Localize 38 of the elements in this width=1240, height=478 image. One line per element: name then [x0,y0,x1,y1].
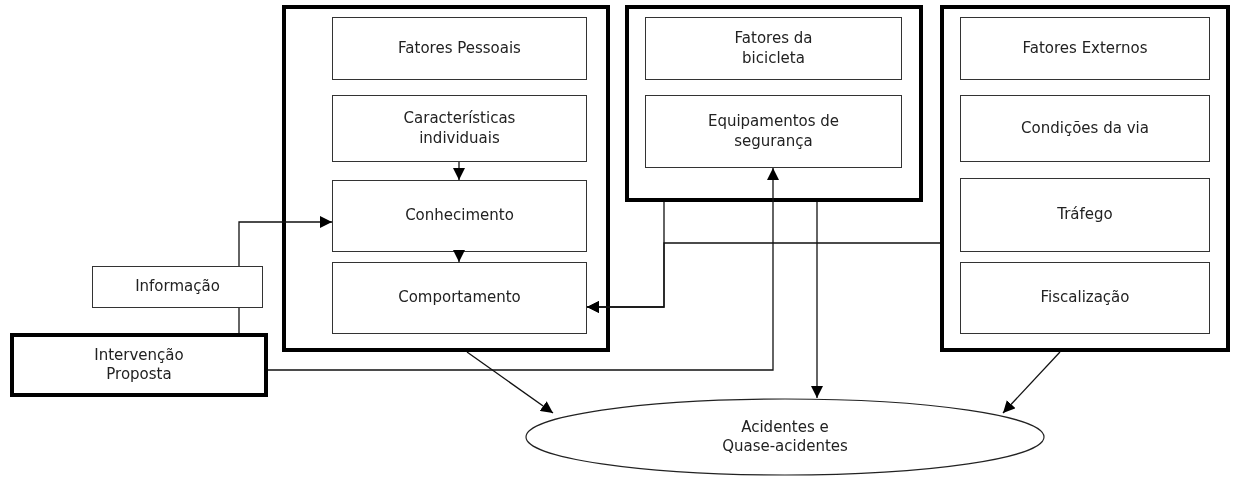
box-label: Tráfego [1056,205,1114,225]
factor-box [645,95,902,168]
arrow [466,351,554,414]
factor-box [332,17,587,80]
factor-box [332,180,587,252]
box-label: Equipamentos de segurança [706,112,841,151]
intervention-box [10,333,268,397]
factor-box [960,262,1210,334]
arrow [453,250,465,263]
box-label: Características individuais [402,109,517,148]
factor-box [332,95,587,162]
factor-box [92,266,263,308]
box-label: Informação [134,277,221,297]
box-label: Condições da via [1020,118,1150,139]
factor-box [960,17,1210,80]
box-label: Fatores da bicicleta [733,29,814,68]
box-label: Conhecimento [404,206,515,226]
box-label: Fatores Externos [1021,38,1149,59]
box-label: Comportamento [397,288,522,308]
group-frame [625,5,923,202]
box-label: Acidentes e Quase-acidentes [721,417,849,457]
connector-line [238,307,240,334]
arrow [267,167,779,371]
arrow [238,216,333,267]
arrow [811,201,823,399]
arrow [1002,351,1061,414]
factor-box [645,17,902,80]
factor-box [960,95,1210,162]
factor-box [960,178,1210,252]
box-label: Intervenção Proposta [93,345,185,385]
factor-box [332,262,587,334]
box-label: Fiscalização [1039,288,1131,308]
arrow [453,161,465,181]
box-label: Fatores Pessoais [397,38,522,59]
arrow [586,242,941,313]
outcome-ellipse [525,398,1045,476]
group-frame [282,5,610,352]
group-frame [940,5,1230,352]
